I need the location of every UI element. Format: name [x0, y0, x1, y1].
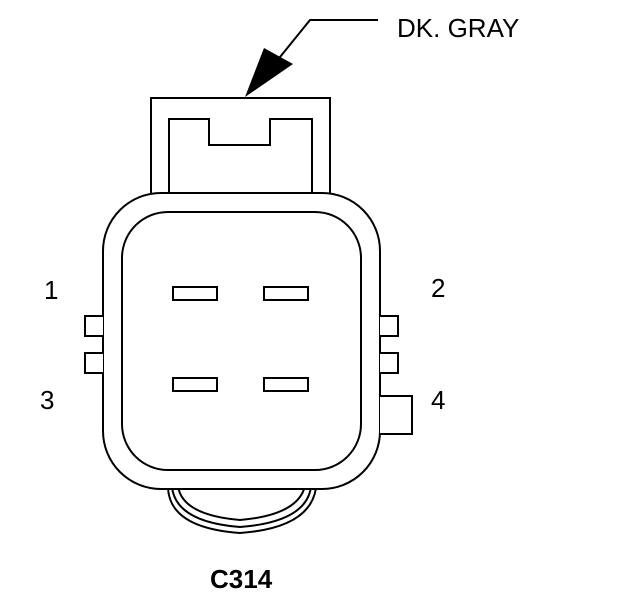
terminal-cavities — [172, 286, 309, 392]
terminal-cavity-2 — [263, 286, 309, 301]
leader-line — [275, 19, 378, 63]
pin-number-4: 4 — [431, 385, 445, 415]
pin-number-3: 3 — [40, 385, 54, 415]
color-label: DK. GRAY — [397, 13, 519, 43]
connector-back-shell — [167, 485, 317, 535]
terminal-cavity-4 — [263, 377, 309, 392]
terminal-cavity-3 — [172, 377, 218, 392]
terminal-cavity-1 — [172, 286, 218, 301]
locking-tab — [150, 97, 331, 195]
pin-number-2: 2 — [431, 273, 445, 303]
left-side-latch — [84, 315, 103, 374]
connector-id: C314 — [210, 564, 273, 594]
pin-number-1: 1 — [44, 275, 58, 305]
leader-arrowhead — [245, 48, 293, 97]
right-side-latch — [380, 315, 413, 435]
connector-housing-inner — [121, 211, 362, 471]
